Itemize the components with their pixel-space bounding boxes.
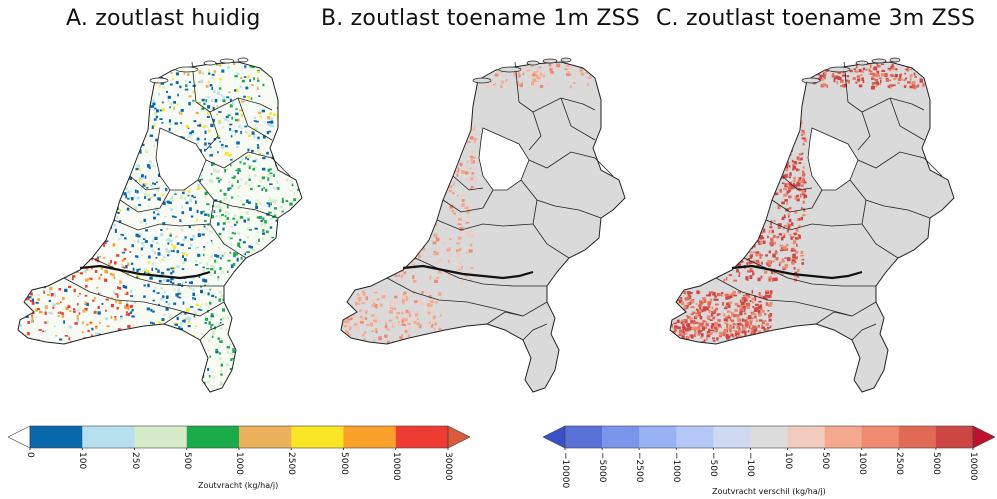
colorbar-tick-label: 2500: [893, 452, 904, 475]
colorbar-tick-label: −10000: [560, 452, 570, 489]
colorbar-swatch: [186, 426, 240, 448]
colorbar-over-arrow: [972, 425, 995, 449]
colorbar-tick-label: 30000: [443, 452, 453, 481]
panel-title-a: A. zoutlast huidig: [66, 6, 261, 31]
colorbar-salt-load-difference: [543, 425, 995, 450]
colorbar-tick-label: 10000: [390, 452, 401, 481]
colorbar-swatch: [824, 426, 863, 448]
colorbar-under-arrow: [8, 425, 31, 449]
colorbar-tick-label: 5000: [338, 452, 349, 475]
colorbar-swatch: [750, 426, 788, 448]
colorbar-over-arrow: [447, 425, 470, 449]
colorbar-under-arrow: [543, 425, 566, 449]
colorbar-swatch: [239, 426, 292, 448]
colorbar-tick-label: −100: [745, 452, 756, 477]
colorbar-tick-label: 100: [782, 452, 793, 470]
colorbar-swatch: [30, 426, 83, 448]
colorbar-swatch: [861, 426, 900, 448]
panel-title-c: C. zoutlast toename 3m ZSS: [656, 6, 976, 31]
colorbar-tick-label: −1000: [671, 452, 682, 483]
colorbar-tick-label: 10000: [968, 452, 978, 481]
colorbar-swatch: [935, 426, 974, 448]
colorbar-swatch: [291, 426, 344, 448]
colorbar-tick-label: −500: [708, 452, 719, 477]
colorbar-swatch: [565, 426, 603, 448]
colorbar-tick-label: 2500: [286, 452, 297, 475]
colorbar-tick-label: 1000: [234, 452, 244, 475]
panel-title-b: B. zoutlast toename 1m ZSS: [321, 6, 640, 31]
colorbar-swatch: [82, 426, 135, 448]
colorbar-swatch: [639, 426, 677, 448]
colorbar-salt-load: [8, 425, 470, 450]
colorbar-swatch: [395, 426, 449, 448]
colorbar-tick-label: 5000: [930, 452, 941, 475]
colorbar-swatch: [713, 426, 751, 448]
colorbar-salt-load-difference-title: Zoutvracht verschil (kg/ha/j): [712, 487, 826, 496]
map-b-increase-1m-slr: [340, 57, 626, 393]
colorbar-swatch: [343, 426, 397, 448]
colorbar-swatch: [676, 426, 714, 448]
colorbar-swatch: [602, 426, 640, 448]
colorbar-swatch: [898, 426, 937, 448]
map-a-current-salt-load: [17, 57, 303, 393]
colorbar-tick-label: 1000: [856, 452, 867, 475]
colorbar-tick-label: 500: [181, 452, 192, 470]
colorbar-salt-load-title: Zoutvracht (kg/ha/j): [198, 481, 279, 490]
colorbar-tick-label: 500: [819, 452, 830, 470]
colorbar-swatch: [134, 426, 188, 448]
colorbar-tick-label: 100: [77, 452, 88, 470]
colorbar-swatch: [787, 426, 825, 448]
colorbar-tick-label: −2500: [634, 452, 645, 483]
colorbar-tick-label: −5000: [597, 452, 608, 483]
map-c-increase-3m-slr: [669, 57, 955, 393]
colorbar-tick-label: 0: [25, 452, 35, 458]
colorbar-tick-label: 250: [129, 452, 140, 470]
